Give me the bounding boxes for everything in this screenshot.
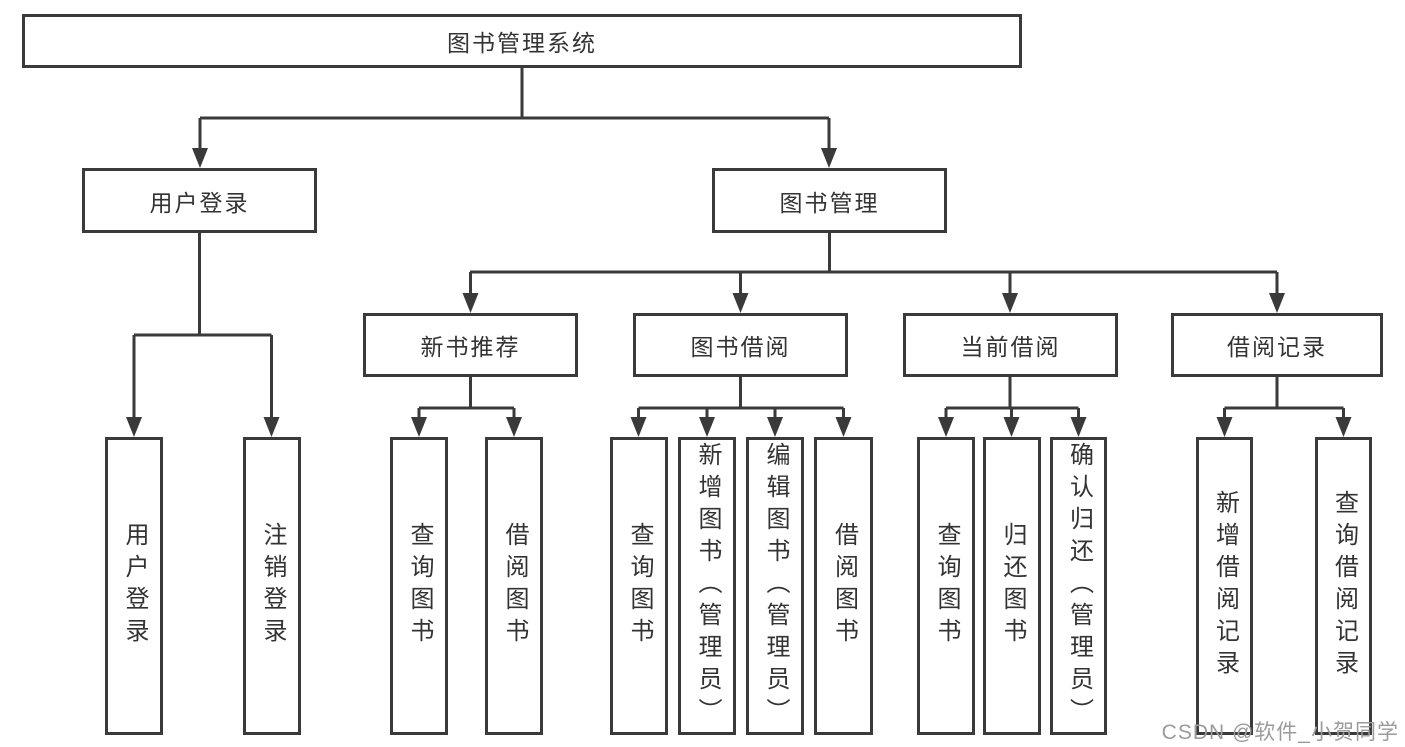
leaf-edit-books-admin: 编辑图书（管理员）: [746, 437, 804, 735]
leaf-add-borrow-record-label: 新增借阅记录: [1211, 490, 1239, 682]
node-user-login: 用户登录: [82, 168, 317, 233]
leaf-add-books-admin-label: 新增图书（管理员）: [694, 442, 721, 730]
leaf-query-books-3: 查询图书: [917, 437, 975, 735]
leaf-logout-label: 注销登录: [259, 522, 286, 650]
leaf-confirm-return-admin: 确认归还（管理员）: [1050, 437, 1107, 735]
leaf-user-login: 用户登录: [105, 437, 163, 735]
node-book-borrow: 图书借阅: [633, 313, 848, 377]
leaf-query-borrow-record: 查询借阅记录: [1315, 437, 1372, 735]
node-new-book-recommend: 新书推荐: [363, 313, 578, 377]
leaf-query-borrow-record-label: 查询借阅记录: [1330, 490, 1358, 682]
leaf-borrow-books-1: 借阅图书: [485, 437, 543, 735]
leaf-add-books-admin: 新增图书（管理员）: [678, 437, 736, 735]
leaf-borrow-books-2-label: 借阅图书: [830, 522, 858, 650]
leaf-return-books: 归还图书: [983, 437, 1041, 735]
leaf-query-books-2: 查询图书: [610, 437, 668, 735]
leaf-return-books-label: 归还图书: [999, 522, 1026, 650]
leaf-borrow-books-2: 借阅图书: [814, 437, 873, 735]
leaf-query-books-2-label: 查询图书: [626, 522, 653, 650]
leaf-query-books-3-label: 查询图书: [933, 522, 960, 650]
leaf-user-login-label: 用户登录: [121, 522, 148, 650]
leaf-edit-books-admin-label: 编辑图书（管理员）: [762, 442, 789, 730]
leaf-add-borrow-record: 新增借阅记录: [1196, 437, 1253, 735]
node-borrow-records: 借阅记录: [1171, 313, 1383, 377]
node-book-management: 图书管理: [712, 168, 947, 233]
leaf-borrow-books-1-label: 借阅图书: [501, 522, 528, 650]
leaf-logout: 注销登录: [243, 437, 301, 735]
node-root-system: 图书管理系统: [22, 14, 1022, 68]
csdn-watermark: CSDN @软件_小贺同学: [1161, 721, 1399, 744]
leaf-confirm-return-admin-label: 确认归还（管理员）: [1065, 442, 1093, 730]
leaf-query-books-1-label: 查询图书: [406, 522, 433, 650]
node-current-borrow: 当前借阅: [903, 313, 1118, 377]
leaf-query-books-1: 查询图书: [390, 437, 448, 735]
